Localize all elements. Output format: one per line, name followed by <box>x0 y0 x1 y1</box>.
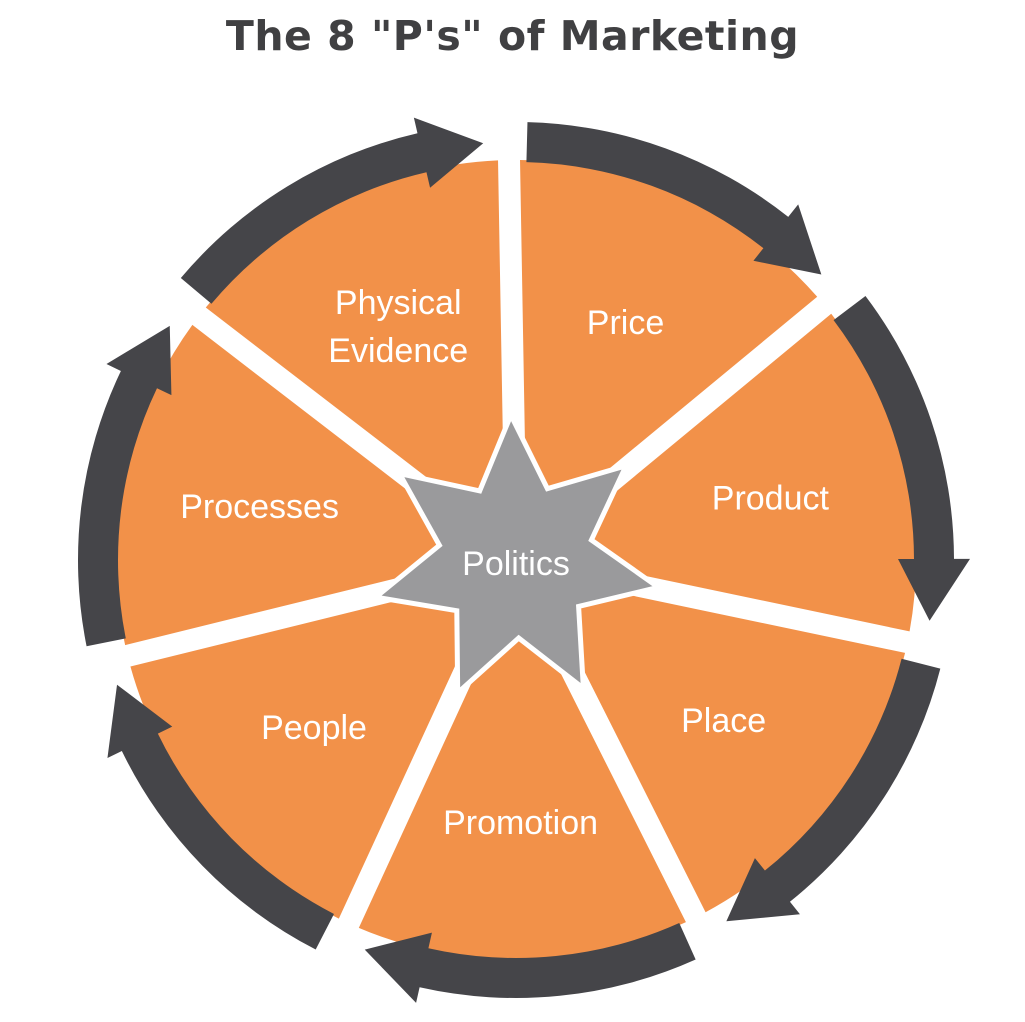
center-label: Politics <box>462 545 570 583</box>
segment-product <box>518 313 916 632</box>
segment-group <box>115 160 916 960</box>
arrow-physical-evidence <box>180 117 484 304</box>
arrow-people <box>107 684 334 950</box>
arrow-price <box>526 122 822 275</box>
arrow-product <box>833 295 970 621</box>
segment-label-processes: Processes <box>180 488 339 526</box>
segment-label-product: Product <box>712 479 830 517</box>
segment-place <box>513 555 906 913</box>
segment-price <box>508 160 818 560</box>
center-star <box>369 409 665 699</box>
segment-physical-evidence <box>205 160 523 561</box>
segment-promotion <box>358 564 686 960</box>
segment-label-price: Price <box>587 304 664 342</box>
segment-label-promotion: Promotion <box>443 804 598 842</box>
diagram-title: The 8 "P's" of Marketing <box>225 12 800 60</box>
arrow-promotion <box>364 922 696 1003</box>
segment-people <box>130 555 519 919</box>
arrow-group <box>78 117 970 1003</box>
arrow-processes <box>78 325 172 647</box>
segment-label-place: Place <box>681 702 766 740</box>
arrow-place <box>726 658 941 922</box>
segment-label-people: People <box>261 709 367 747</box>
